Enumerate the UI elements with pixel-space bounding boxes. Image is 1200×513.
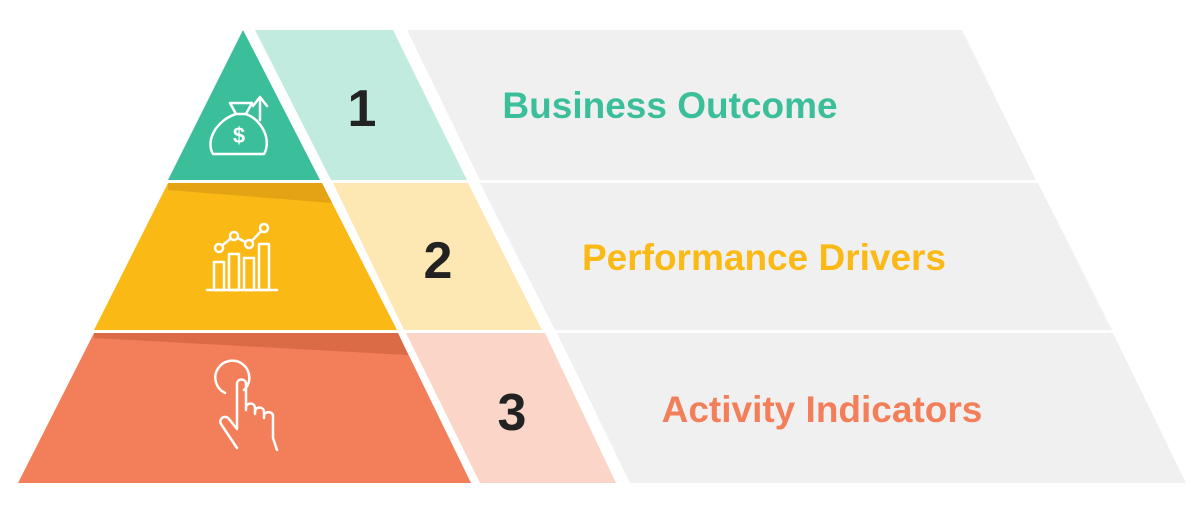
svg-text:$: $ bbox=[233, 123, 245, 148]
pointer-hand-tap-icon bbox=[214, 359, 279, 452]
tier-shadow-2 bbox=[168, 183, 332, 203]
money-bag-growth-icon: $ bbox=[209, 95, 269, 156]
number-band-2 bbox=[333, 183, 542, 330]
level-label-2: Performance Drivers bbox=[582, 237, 946, 278]
pyramid-tier-1 bbox=[168, 30, 320, 180]
level-label-1: Business Outcome bbox=[502, 85, 837, 126]
level-number-1: 1 bbox=[348, 80, 377, 138]
label-panel-3 bbox=[557, 333, 1186, 483]
level-label-3: Activity Indicators bbox=[662, 389, 983, 430]
level-number-3: 3 bbox=[498, 384, 527, 442]
tier-shadow-3 bbox=[94, 333, 408, 355]
pyramid-tier-2 bbox=[94, 183, 397, 330]
level-number-2: 2 bbox=[424, 232, 453, 290]
bar-chart-growth-icon bbox=[205, 222, 279, 292]
number-band-3 bbox=[406, 333, 616, 483]
label-panel-2 bbox=[480, 183, 1112, 330]
label-panel-1 bbox=[407, 30, 1036, 180]
pyramid-tier-3 bbox=[18, 333, 471, 483]
number-band-1 bbox=[255, 30, 467, 180]
